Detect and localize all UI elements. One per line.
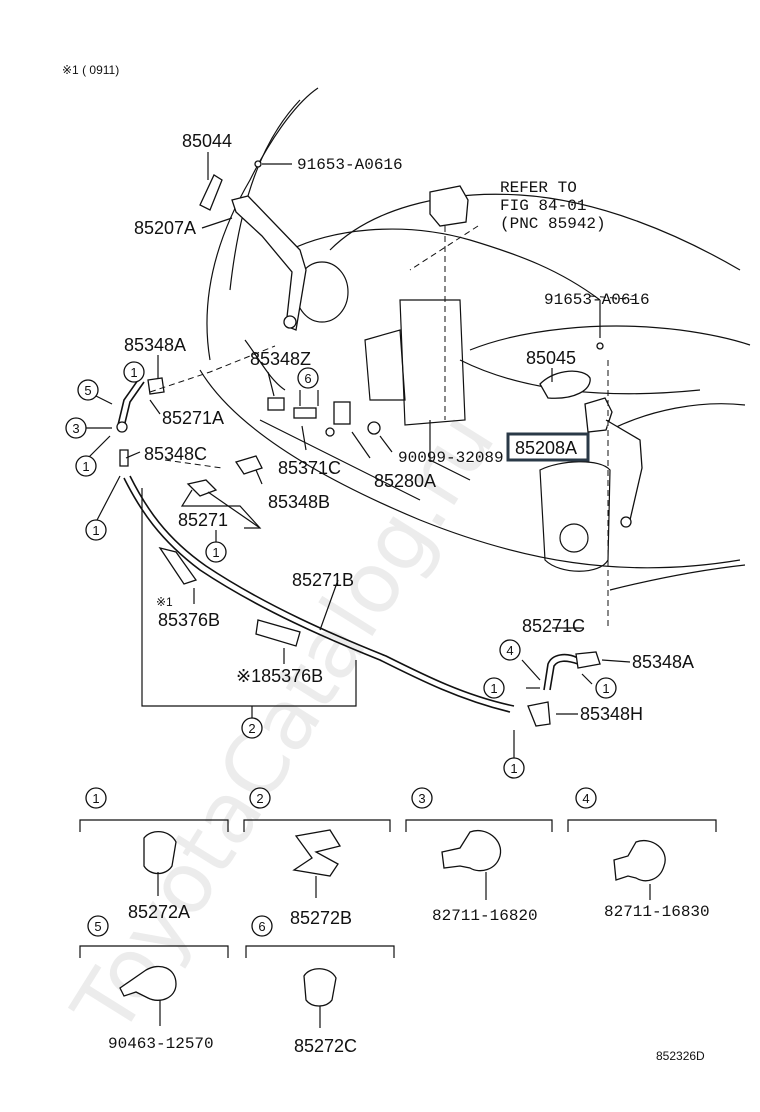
clip-icon (143, 831, 177, 875)
callout-6-num: 6 (304, 371, 311, 386)
legend: 1 85272A 2 85272B 3 82711-16820 4 (79, 787, 717, 1056)
callout-1-num: 1 (82, 459, 89, 474)
leader-lines (85, 152, 631, 758)
clip-icon (303, 968, 337, 1007)
refer-line2: FIG 84-01 (500, 197, 586, 215)
cover-85045 (539, 370, 591, 399)
callout-1-num: 1 (92, 523, 99, 538)
clip-icon (613, 840, 666, 882)
callout-1-num: 1 (510, 761, 517, 776)
callout-1 (503, 757, 525, 779)
callout-1 (205, 541, 227, 563)
callout-3 (65, 417, 87, 439)
legend-item-3: 3 82711-16820 (405, 787, 553, 925)
label-91653-right: 91653-A0616 (544, 291, 650, 309)
clip-icon (119, 965, 177, 1001)
callout-3-num: 3 (72, 421, 79, 436)
dashed-leaders (149, 225, 641, 628)
callout-5 (77, 379, 99, 401)
headlamp-washer-85208A (584, 397, 643, 528)
callout-2 (241, 717, 263, 739)
legend-6-part: 85272C (294, 1036, 357, 1056)
legend-5-part: 90463-12570 (108, 1035, 214, 1053)
hose-85271A (116, 379, 145, 433)
legend-3-num: 3 (418, 791, 425, 806)
callout-2-num: 2 (248, 721, 255, 736)
label-85271C: 85271C (522, 616, 585, 636)
label-85044: 85044 (182, 131, 232, 151)
label-85045: 85045 (526, 348, 576, 368)
label-85271A: 85271A (162, 408, 224, 428)
label-85348A-left: 85348A (124, 335, 186, 355)
label-85348H: 85348H (580, 704, 643, 724)
callout-1-num: 1 (602, 681, 609, 696)
label-note1-a: ※1 (156, 595, 173, 609)
callout-1 (85, 519, 107, 541)
label-85207A: 85207A (134, 218, 196, 238)
callout-4-num: 4 (506, 643, 513, 658)
label-85348A-right: 85348A (632, 652, 694, 672)
bolt-icon (254, 160, 262, 168)
legend-5-num: 5 (94, 919, 101, 934)
label-85271B: 85271B (292, 570, 354, 590)
label-85208A: 85208A (515, 438, 577, 458)
callout-1 (483, 677, 505, 699)
protector-85376B-a (158, 546, 198, 585)
legend-4-part: 82711-16830 (604, 903, 710, 921)
refer-line1: REFER TO (500, 179, 577, 197)
header-note: ※1 ( 0911) (62, 63, 119, 77)
label-85348B: 85348B (268, 492, 330, 512)
callout-circles: 1 5 3 1 6 1 1 2 4 1 1 1 (65, 361, 617, 779)
label-91653-top: 91653-A0616 (297, 156, 403, 174)
figure-code: 852326D (656, 1049, 705, 1063)
label-85371C: 85371C (278, 458, 341, 478)
vehicle-body-outline (199, 87, 751, 591)
legend-item-6: 6 85272C (245, 915, 395, 1056)
callout-1 (595, 677, 617, 699)
legend-1-num: 1 (92, 791, 99, 806)
callout-1-num: 1 (490, 681, 497, 696)
callout-1 (75, 455, 97, 477)
bolt-icon (596, 342, 604, 350)
legend-3-part: 82711-16820 (432, 907, 538, 925)
label-85348Z: 85348Z (250, 349, 311, 369)
callout-1-num: 1 (130, 365, 137, 380)
callout-6 (297, 367, 319, 389)
legend-item-5: 5 90463-12570 (79, 915, 229, 1053)
clip-icon (441, 830, 502, 872)
nozzle-parts (119, 377, 381, 475)
legend-item-2: 2 85272B (243, 787, 391, 928)
label-85376B-a: 85376B (158, 610, 220, 630)
hose-85271C (527, 651, 601, 727)
spray-arm-85207A (199, 174, 307, 331)
legend-1-part: 85272A (128, 902, 190, 922)
part-labels: 85044 91653-A0616 85207A REFER TO FIG 84… (124, 131, 694, 724)
protector-85376B-b (255, 619, 301, 647)
legend-item-4: 4 82711-16830 (567, 787, 717, 921)
legend-item-1: 1 85272A (79, 787, 229, 922)
callout-1-num: 1 (212, 545, 219, 560)
highlight-box-85208A (506, 432, 590, 462)
label-85376B-b: ※185376B (236, 666, 323, 686)
legend-6-num: 6 (258, 919, 265, 934)
callout-1 (123, 361, 145, 383)
label-85271: 85271 (178, 510, 228, 530)
reservoir-cap (429, 185, 469, 227)
legend-4-num: 4 (582, 791, 589, 806)
refer-line3: (PNC 85942) (500, 215, 606, 233)
label-85348C: 85348C (144, 444, 207, 464)
callout-5-num: 5 (84, 383, 91, 398)
label-90099: 90099-32089 (398, 449, 504, 467)
legend-2-num: 2 (256, 791, 263, 806)
legend-2-part: 85272B (290, 908, 352, 928)
clip-icon (292, 829, 342, 877)
label-85280A: 85280A (374, 471, 436, 491)
callout-4 (499, 639, 521, 661)
